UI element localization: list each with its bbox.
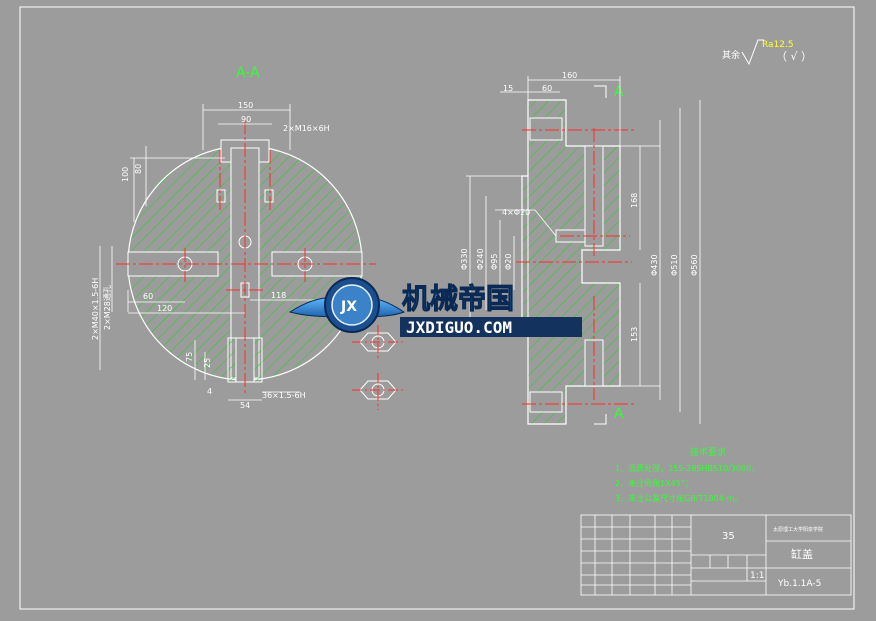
- svg-text:150: 150: [238, 101, 253, 110]
- svg-text:15: 15: [503, 84, 513, 93]
- svg-text:Ra12.5: Ra12.5: [762, 40, 794, 50]
- svg-text:75: 75: [185, 352, 194, 362]
- svg-text:80: 80: [134, 164, 143, 174]
- svg-text:36×1.5-6H: 36×1.5-6H: [262, 391, 306, 400]
- watermark-cn: 机械帝国: [402, 282, 514, 315]
- tech-item-3: 3、未注公差尺寸按GB/T1804-m。: [615, 493, 742, 503]
- tech-item-1: 1、调质处理，255-285HBS10/3000；: [615, 463, 759, 473]
- svg-text:Φ330: Φ330: [460, 248, 469, 270]
- svg-text:2×M28通孔: 2×M28通孔: [102, 285, 112, 330]
- svg-text:Φ20: Φ20: [504, 254, 513, 270]
- tech-title: 技术要求: [690, 446, 726, 458]
- technical-requirements: 技术要求 1、调质处理，255-285HBS10/3000； 2、未注倒角1X4…: [615, 446, 759, 503]
- svg-text:A: A: [614, 406, 624, 422]
- svg-text:25: 25: [203, 358, 212, 368]
- scale-value: 1:1: [750, 571, 764, 581]
- material-value: 35: [722, 531, 735, 542]
- section-title: A-A: [236, 65, 260, 81]
- svg-text:4: 4: [207, 387, 212, 396]
- svg-text:153: 153: [630, 327, 639, 342]
- part-name: 缸盖: [791, 547, 813, 561]
- svg-text:Φ430: Φ430: [650, 254, 659, 276]
- svg-text:（ √ ）: （ √ ）: [776, 50, 812, 63]
- svg-text:其余: 其余: [722, 49, 740, 61]
- svg-text:A: A: [614, 84, 624, 100]
- svg-text:160: 160: [562, 71, 577, 80]
- section-view-a-a: A-A: [91, 65, 376, 410]
- svg-text:60: 60: [143, 292, 153, 301]
- svg-text:Φ240: Φ240: [476, 248, 485, 270]
- svg-text:120: 120: [157, 304, 172, 313]
- watermark-en: JXDIGUO.COM: [406, 318, 512, 337]
- svg-text:90: 90: [241, 115, 251, 124]
- dimension-lines: [99, 104, 360, 401]
- svg-text:60: 60: [542, 84, 552, 93]
- nut-symbols: [352, 325, 404, 410]
- svg-text:Φ560: Φ560: [690, 254, 699, 276]
- svg-text:54: 54: [240, 401, 250, 410]
- sheet-border: [19, 6, 855, 610]
- svg-text:118: 118: [271, 291, 286, 300]
- svg-text:Φ95: Φ95: [490, 254, 499, 270]
- svg-text:168: 168: [630, 193, 639, 208]
- logo-badge: JX: [340, 299, 357, 315]
- title-block: [580, 514, 852, 596]
- svg-text:4×Φ20: 4×Φ20: [502, 208, 530, 217]
- roughness-symbol: [741, 39, 764, 66]
- svg-text:2×M40×1.5-6H: 2×M40×1.5-6H: [91, 278, 100, 340]
- svg-text:2×M16×6H: 2×M16×6H: [283, 124, 330, 133]
- drawing-number: Yb.1.1A-5: [777, 579, 821, 589]
- svg-text:Φ510: Φ510: [670, 254, 679, 276]
- side-section-view: A A 160 15 60 4×Φ20 Φ330: [460, 71, 701, 425]
- tech-item-2: 2、未注倒角1X45°；: [615, 478, 693, 488]
- watermark-logo: JX 机械帝国 JXDIGUO.COM: [288, 277, 582, 337]
- school-name: 太原理工大学阳泉学院: [773, 526, 823, 533]
- svg-text:100: 100: [121, 167, 130, 182]
- center-lines: [116, 120, 376, 395]
- surface-roughness-note: 其余 Ra12.5 （ √ ）: [722, 39, 812, 66]
